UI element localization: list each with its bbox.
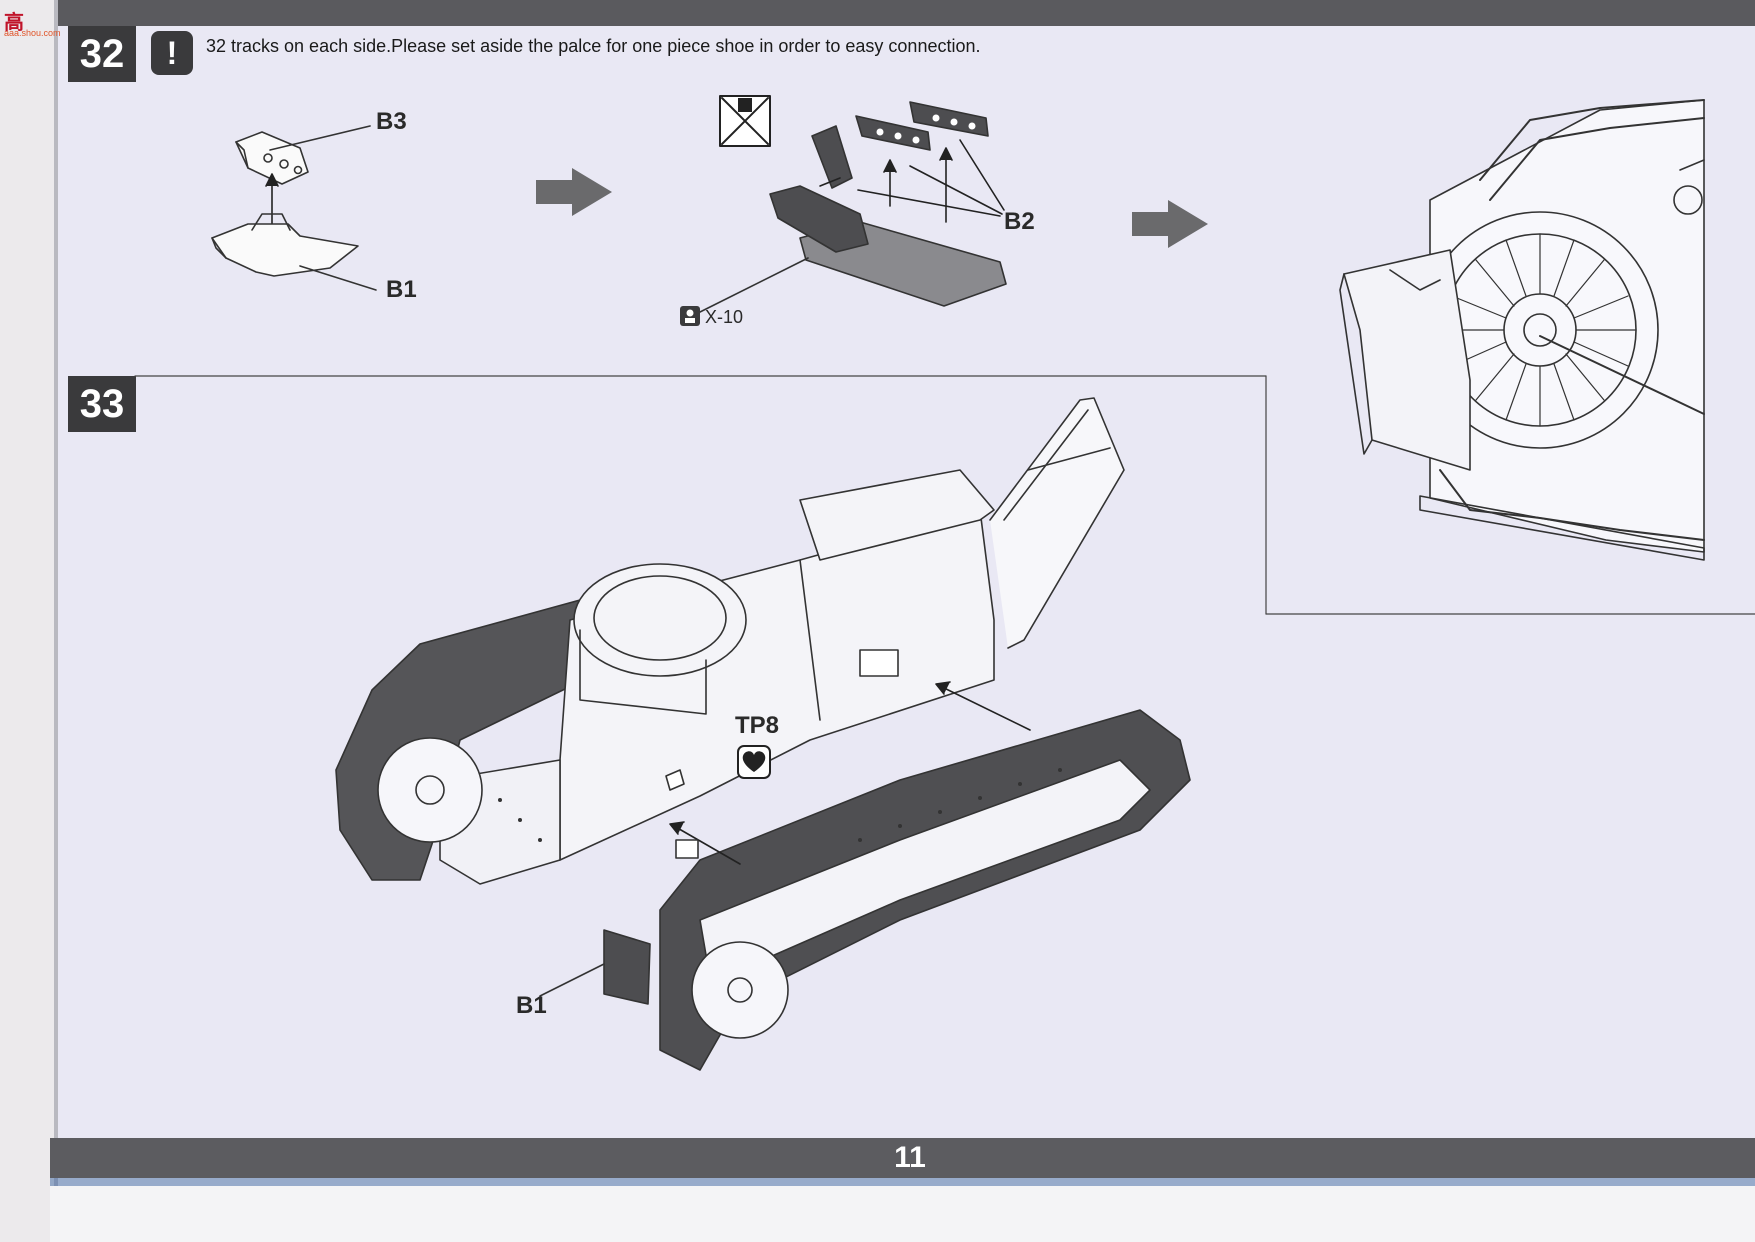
heart-parts-icon bbox=[737, 745, 771, 779]
top-band bbox=[58, 0, 1755, 26]
step-32-instruction: 32 tracks on each side.Please set aside … bbox=[206, 36, 981, 56]
watermark-logo-text: 高 bbox=[4, 12, 25, 34]
track-jig-drawing bbox=[699, 101, 1007, 313]
arrow-right-icon bbox=[1132, 200, 1208, 248]
step-33-frame bbox=[134, 375, 1755, 615]
watermark-logo-sub: aaa.shou.com bbox=[4, 28, 61, 38]
step-33-number: 33 bbox=[68, 376, 136, 432]
arrows-b2-placement bbox=[819, 139, 1005, 223]
tank-drawing bbox=[335, 397, 1191, 1071]
warning-icon: ! bbox=[151, 31, 193, 75]
no-glue-icon bbox=[719, 95, 771, 147]
page-number: 11 bbox=[894, 1141, 926, 1174]
part-b3-drawing bbox=[235, 125, 371, 185]
arrow-right-icon bbox=[536, 168, 612, 216]
scan-edge bbox=[0, 0, 58, 1242]
label-b1-step32: B1 bbox=[386, 276, 417, 303]
binding-spine bbox=[54, 0, 58, 1190]
label-b1-step33: B1 bbox=[516, 992, 547, 1019]
label-b2: B2 bbox=[1004, 208, 1035, 235]
step-32-number: 32 bbox=[68, 26, 136, 82]
label-tp8: TP8 bbox=[735, 712, 780, 739]
arrow-b1-to-b3 bbox=[265, 173, 279, 229]
tool-icon bbox=[680, 306, 700, 326]
footer-band bbox=[50, 1138, 1755, 1178]
lower-paper bbox=[50, 1186, 1755, 1242]
label-b3: B3 bbox=[376, 108, 407, 135]
part-b1-drawing bbox=[211, 213, 377, 291]
watermark-logo: 高 aaa.shou.com bbox=[4, 6, 66, 38]
next-page-edge bbox=[50, 1178, 1755, 1186]
drive-wheel-detail bbox=[1339, 99, 1705, 561]
tool-reference: X-10 bbox=[705, 307, 744, 327]
